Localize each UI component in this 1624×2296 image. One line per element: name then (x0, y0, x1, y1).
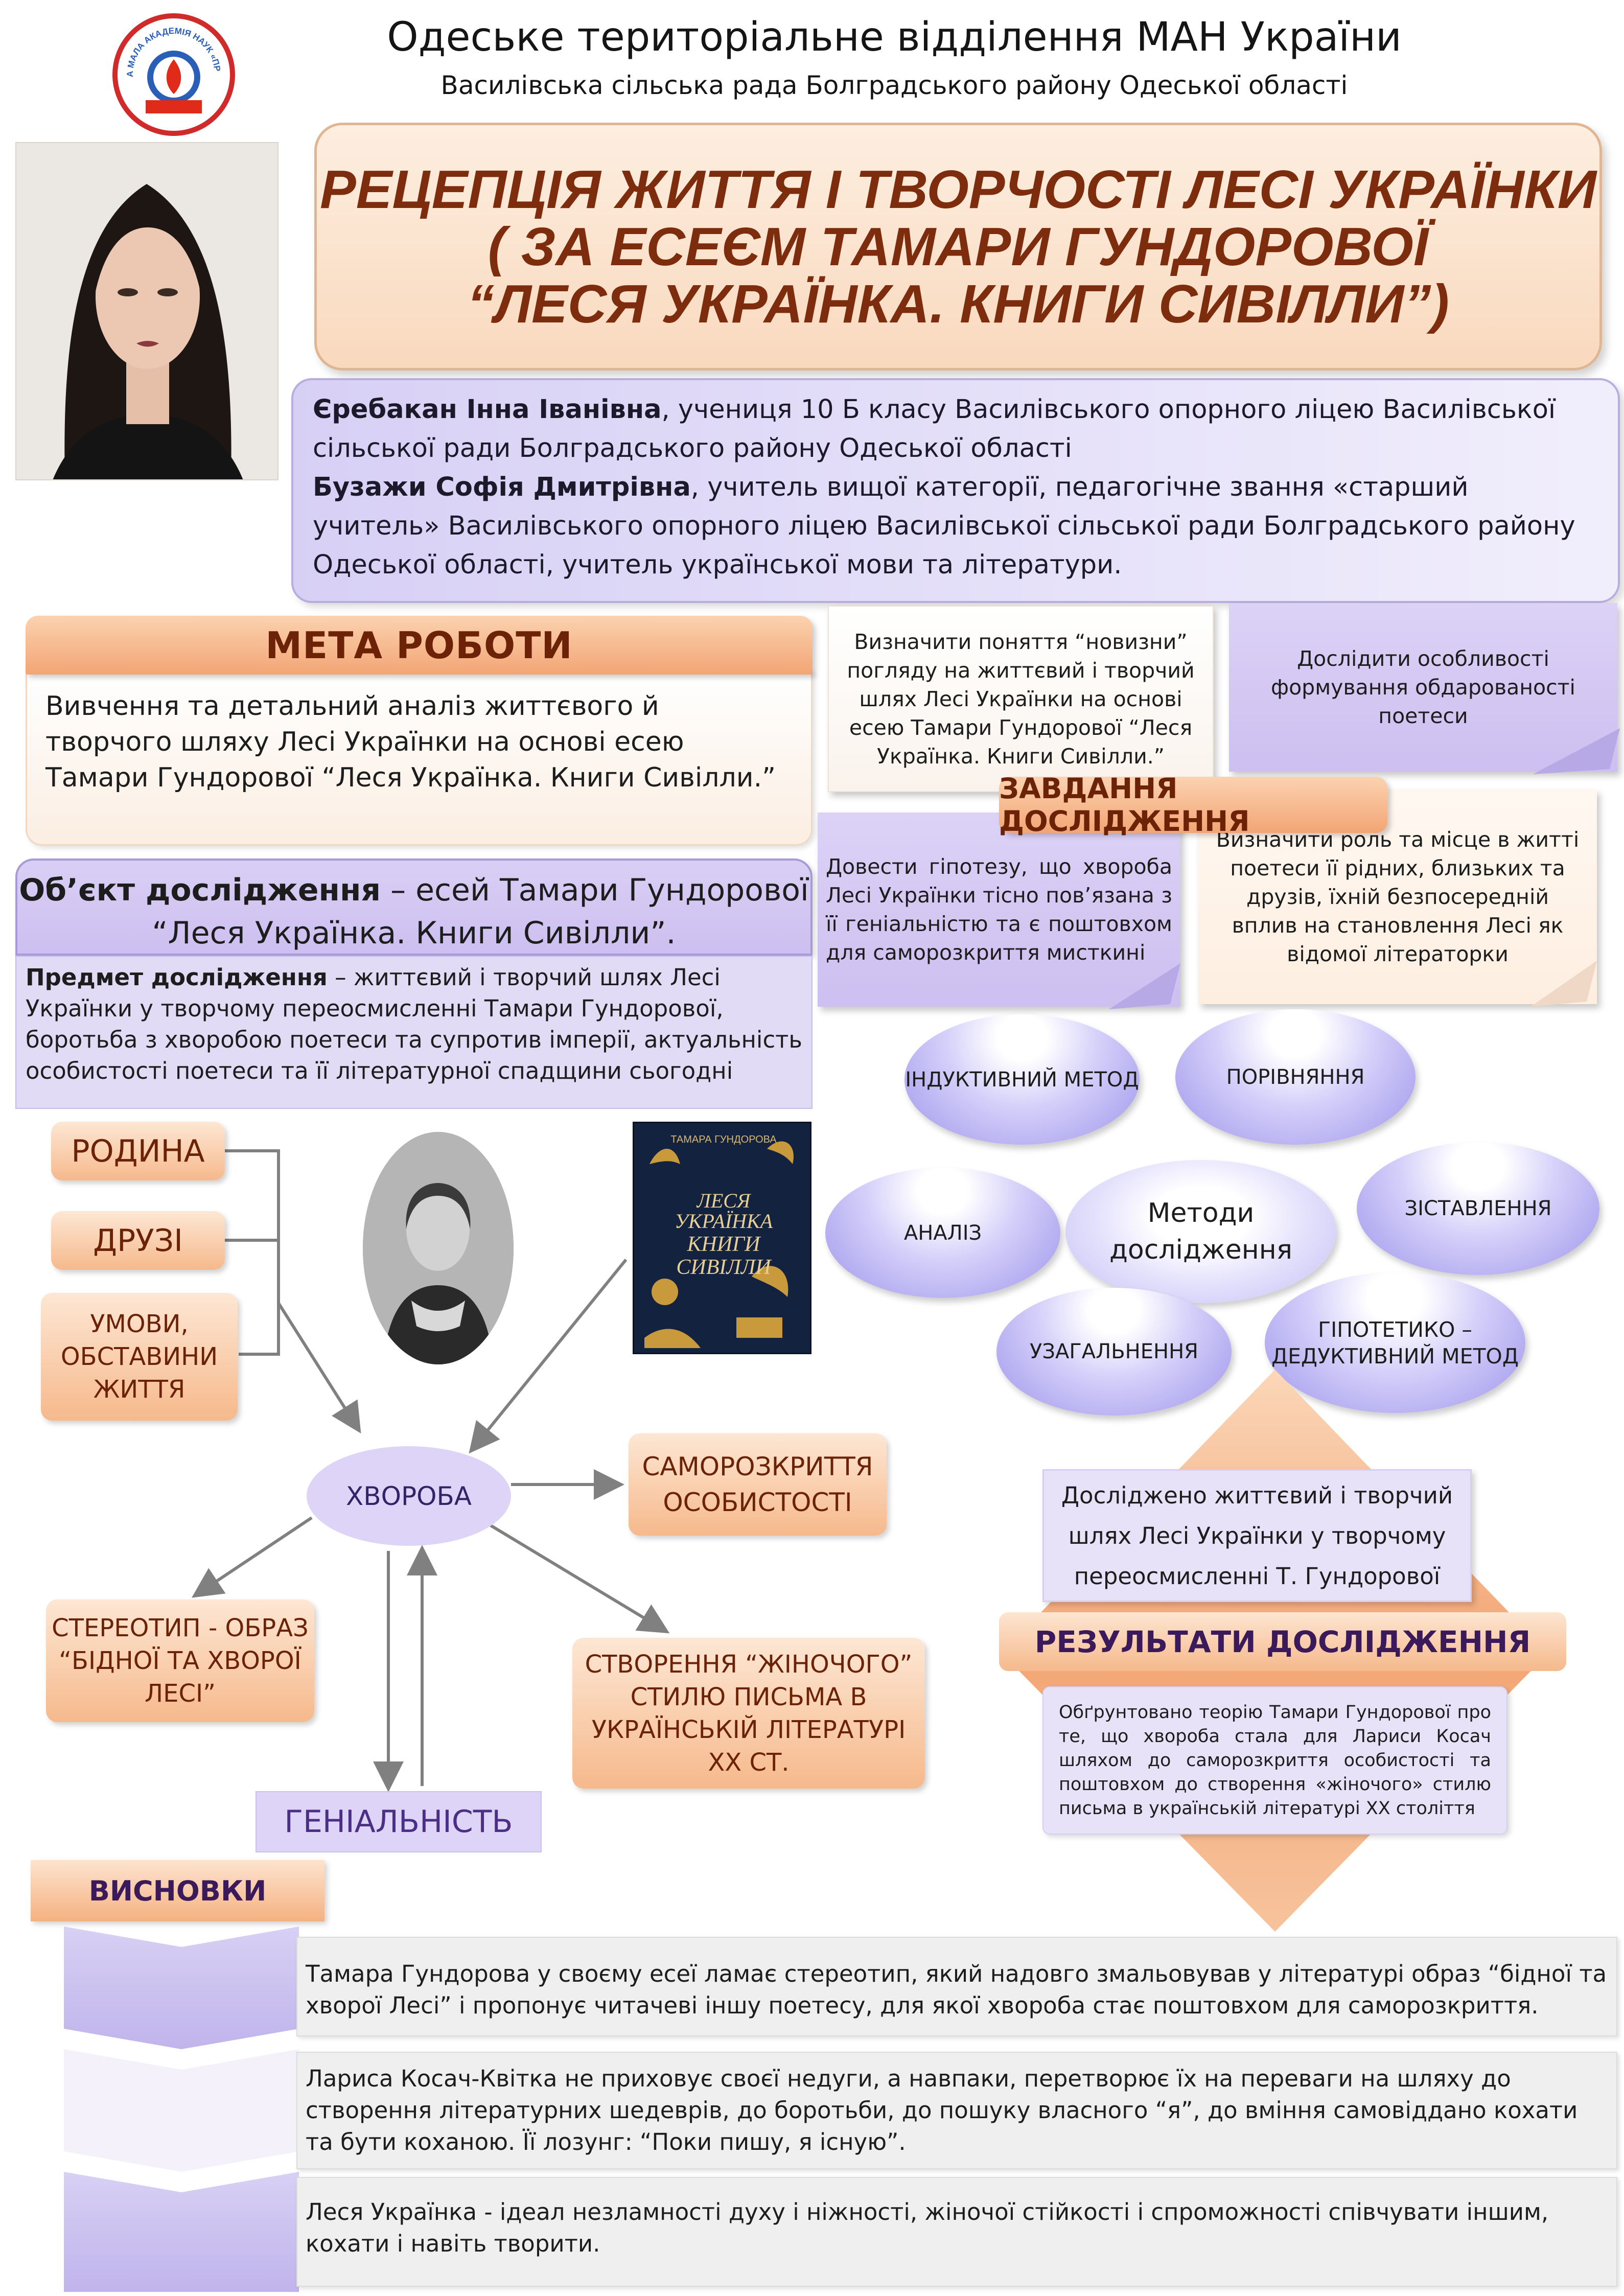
poster-title-box: РЕЦЕПЦІЯ ЖИТТЯ І ТВОРЧОСТІ ЛЕСІ УКРАЇНКИ… (314, 123, 1602, 370)
research-object: Об’єкт дослідження – есей Тамари Гундоро… (15, 859, 813, 956)
method-analysis: АНАЛІЗ (825, 1168, 1060, 1298)
family-box: РОДИНА (51, 1122, 225, 1180)
poster-title-line-1: РЕЦЕПЦІЯ ЖИТТЯ І ТВОРЧОСТІ ЛЕСІ УКРАЇНКИ (319, 159, 1597, 220)
female-style-box: СТВОРЕННЯ “ЖІНОЧОГО” СТИЛЮ ПИСЬМА В УКРА… (572, 1638, 925, 1789)
man-logo: ОДЕСЬКА МАЛА АКАДЕМІЯ НАУК «ПРОМЕТЕЙ» (112, 13, 235, 136)
methods-center: Методи дослідження (1065, 1160, 1336, 1303)
results-header: РЕЗУЛЬТАТИ ДОСЛІДЖЕННЯ (999, 1612, 1566, 1671)
student-name: Єребакан Інна Іванівна (313, 395, 662, 425)
method-hypothetico-deductive: ГІПОТЕТИКО – ДЕДУКТИВНИЙ МЕТОД (1265, 1272, 1525, 1413)
conclusion-item-1: Тамара Гундорова у своєму есеї ламає сте… (296, 1937, 1617, 2036)
book-title-line-4: СИВІЛЛИ (676, 1256, 772, 1279)
goal-header: МЕТА РОБОТИ (26, 616, 813, 675)
book-title-line-1: ЛЕСЯ (696, 1189, 752, 1212)
authors-box: Єребакан Інна Іванівна, учениця 10 Б кла… (291, 378, 1620, 603)
result-item-1: Досліджено життєвий і творчий шлях Лесі … (1042, 1469, 1472, 1602)
method-juxtaposition: ЗІСТАВЛЕННЯ (1357, 1142, 1599, 1275)
method-generalization: УЗАГАЛЬНЕННЯ (996, 1288, 1232, 1416)
lesya-ukrainka-portrait (363, 1132, 514, 1364)
task-item-1: Визначити поняття “новизни” погляду на ж… (828, 606, 1214, 792)
page-fold-icon (1530, 961, 1597, 1007)
genius-box: ГЕНІАЛЬНІСТЬ (256, 1791, 542, 1852)
student-portrait-icon (16, 143, 277, 479)
book-author: ТАМАРА ГУНДОРОВА (670, 1134, 777, 1145)
logo-emblem-icon: ОДЕСЬКА МАЛА АКАДЕМІЯ НАУК «ПРОМЕТЕЙ» (118, 18, 222, 113)
page-fold-icon (1533, 728, 1620, 774)
life-conditions-box: УМОВИ, ОБСТАВИНИ ЖИТТЯ (41, 1293, 238, 1421)
task-item-2: Дослідити особливості формування обдаров… (1229, 603, 1617, 772)
method-comparison: ПОРІВНЯННЯ (1175, 1009, 1416, 1145)
diagram-connectors (192, 1149, 670, 1792)
teacher-info: , учитель вищої категорії, педагогічне з… (313, 472, 1575, 580)
teacher-name: Бузажи Софія Дмитрівна (313, 472, 691, 502)
conclusion-item-2: Лариса Косач-Квітка не приховує своєї не… (296, 2052, 1617, 2169)
page-fold-icon (1109, 963, 1180, 1009)
student-info: , учениця 10 Б класу Василівського опорн… (313, 395, 1556, 463)
research-subject-text: – життєвий і творчий шлях Лесі Українки … (26, 964, 802, 1084)
result-item-2: Обґрунтовано теорію Тамари Гундорової пр… (1042, 1686, 1507, 1835)
friends-box: ДРУЗІ (51, 1211, 225, 1270)
conclusions-chevrons (64, 1927, 299, 2292)
book-cover-art: ТАМАРА ГУНДОРОВА ЛЕСЯ УКРАЇНКА КНИГИ СИВ… (634, 1123, 810, 1353)
conclusion-item-3: Леся Українка - ідеал незламності духу і… (296, 2177, 1617, 2287)
research-subject: Предмет дослідження – життєвий і творчий… (15, 956, 813, 1109)
research-object-text: – есей Тамари Гундорової “Леся Українка.… (152, 872, 809, 951)
self-discovery-box: САМОРОЗКРИТТЯ ОСОБИСТОСТІ (629, 1433, 887, 1536)
student-photo (15, 142, 279, 480)
research-subject-label: Предмет дослідження (26, 964, 328, 991)
stereotype-box: СТЕРЕОТИП - ОБРАЗ “БІДНОЇ ТА ХВОРОЇ ЛЕСІ… (46, 1599, 314, 1722)
conclusions-header: ВИСНОВКИ (31, 1860, 324, 1921)
book-title-line-2: УКРАЇНКА (675, 1210, 773, 1233)
goal-text: Вивчення та детальний аналіз життєвого й… (26, 669, 813, 846)
method-inductive: ІНДУКТИВНИЙ МЕТОД (904, 1014, 1140, 1145)
book-cover: ТАМАРА ГУНДОРОВА ЛЕСЯ УКРАЇНКА КНИГИ СИВ… (633, 1122, 811, 1354)
illness-node: ХВОРОБА (307, 1446, 511, 1546)
task-item-3: Довести гіпотезу, що хвороба Лесі Україн… (818, 813, 1180, 1007)
poster-title-line-3: “ЛЕСЯ УКРАЇНКА. КНИГИ СИВІЛЛИ”) (467, 273, 1449, 334)
research-object-label: Об’єкт дослідження (19, 872, 381, 908)
organization-subtitle: Василівська сільська рада Болградського … (440, 71, 1348, 100)
book-title-line-3: КНИГИ (687, 1233, 761, 1256)
poster-title-line-2: ( ЗА ЕСЕЄМ ТАМАРИ ГУНДОРОВОЇ (488, 216, 1429, 277)
tasks-header: ЗАВДАННЯ ДОСЛІДЖЕННЯ (999, 772, 1387, 838)
organization-title: Одеське територіальне відділення МАН Укр… (387, 14, 1402, 60)
portrait-icon (363, 1132, 514, 1364)
